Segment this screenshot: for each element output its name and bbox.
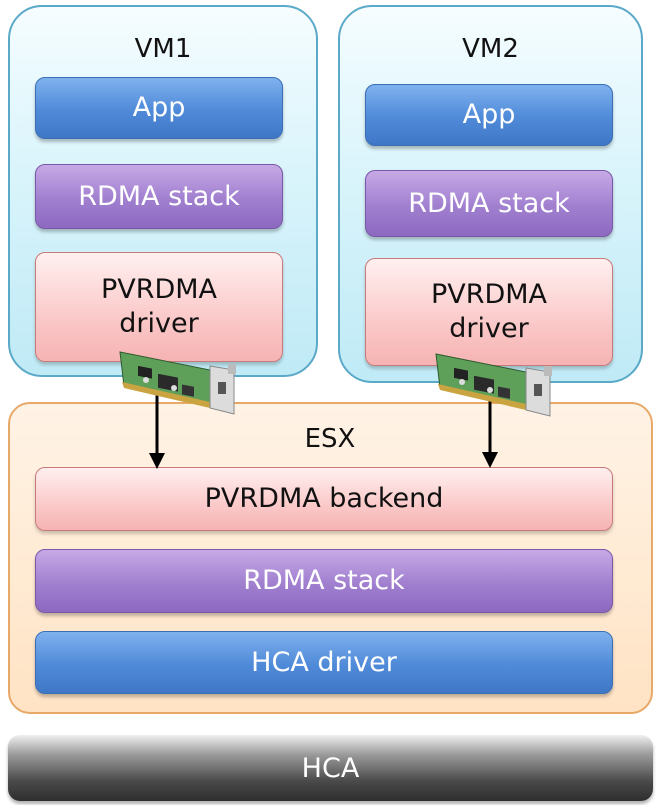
vm1-driver-label-line2: driver — [119, 308, 199, 339]
vm2-app-box: App — [365, 84, 613, 146]
vm1-app-box: App — [35, 77, 283, 139]
esx-title: ESX — [304, 424, 356, 454]
arrow-down-icon — [149, 395, 165, 469]
arrow-down-icon — [482, 400, 498, 468]
hca-bar: HCA — [8, 735, 653, 801]
network-card-icon — [119, 351, 236, 415]
network-card-icon — [435, 353, 552, 417]
vm2-driver-label-line1: PVRDMA — [430, 279, 548, 310]
vm2-title: VM2 — [462, 34, 519, 64]
vm1-pvrdma-driver-box: PVRDMA driver — [35, 252, 283, 362]
esx-rdma-stack-box: RDMA stack — [35, 549, 613, 613]
vm1-rdma-stack-box: RDMA stack — [35, 164, 283, 229]
vm1-title: VM1 — [134, 34, 192, 64]
pvrdma-backend-box: PVRDMA backend — [35, 467, 613, 531]
vm2-driver-label-line2: driver — [449, 313, 529, 344]
hca-driver-box: HCA driver — [35, 631, 613, 694]
vm2-rdma-stack-box: RDMA stack — [365, 170, 613, 237]
vm1-driver-label-line1: PVRDMA — [100, 274, 218, 305]
